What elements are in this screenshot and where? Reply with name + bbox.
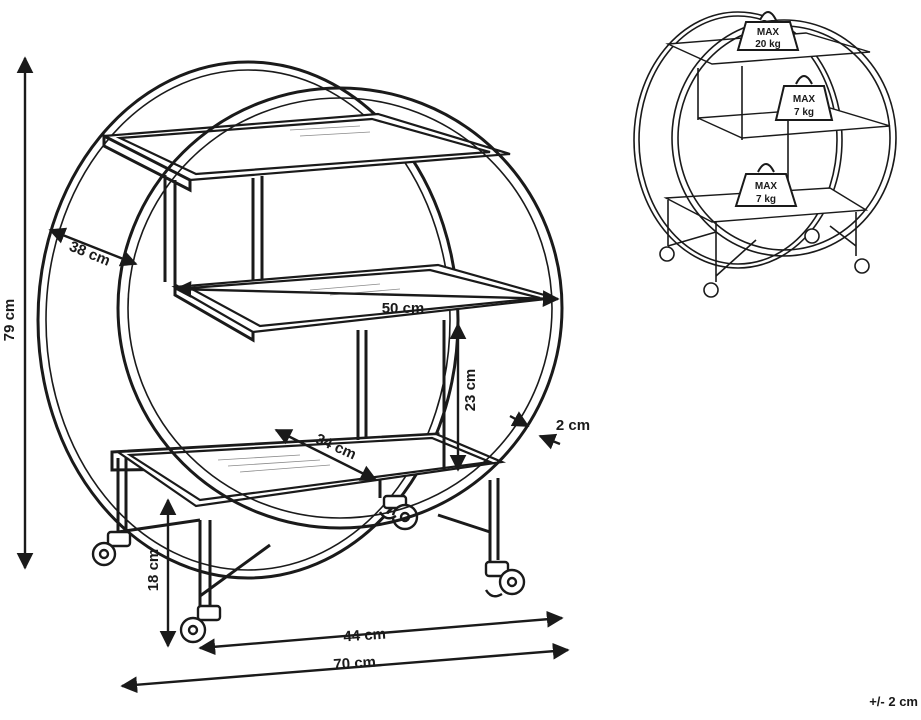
- label-shelf-gap: 23 cm: [462, 369, 479, 412]
- weight-bottom-line2: 7 kg: [756, 194, 776, 205]
- weight-middle-line2: 7 kg: [794, 107, 814, 118]
- label-depth: 38 cm: [67, 238, 113, 270]
- dimension-shelf-gap: 23 cm: [449, 322, 479, 472]
- dimension-shelf-width: 50 cm: [174, 280, 560, 317]
- dimension-height-total: 79 cm: [1, 56, 34, 570]
- dimension-leg-height: 18 cm: [145, 498, 177, 648]
- wheel-right-front: [484, 560, 526, 598]
- weight-top-line1: MAX: [757, 27, 780, 38]
- label-width-total: 70 cm: [333, 654, 377, 674]
- weight-middle-line1: MAX: [793, 94, 816, 105]
- weight-icon-bottom: MAX 7 kg: [734, 163, 798, 207]
- label-leg-height: 18 cm: [145, 549, 162, 592]
- dimension-width-total: 70 cm: [120, 642, 570, 694]
- weight-top-line2: 20 kg: [755, 39, 781, 50]
- label-shelf-width: 50 cm: [382, 300, 425, 317]
- cart-load-illustration: MAX 20 kg MAX 7 kg MAX 7 kg: [633, 11, 897, 298]
- weight-icon-middle: MAX 7 kg: [774, 75, 834, 121]
- dimension-base-width: 44 cm: [198, 610, 564, 656]
- dimension-tube: 2 cm: [509, 411, 590, 450]
- label-base-width: 44 cm: [343, 626, 387, 646]
- label-tube: 2 cm: [556, 417, 590, 434]
- tolerance-note: +/- 2 cm: [869, 694, 918, 709]
- label-height-total: 79 cm: [1, 299, 18, 342]
- cart-main-illustration: [36, 60, 564, 644]
- wheel-left-back: [91, 530, 132, 567]
- weight-bottom-line1: MAX: [755, 181, 778, 192]
- weight-icon-top: MAX 20 kg: [736, 11, 800, 51]
- wheel-left-front: [179, 604, 222, 644]
